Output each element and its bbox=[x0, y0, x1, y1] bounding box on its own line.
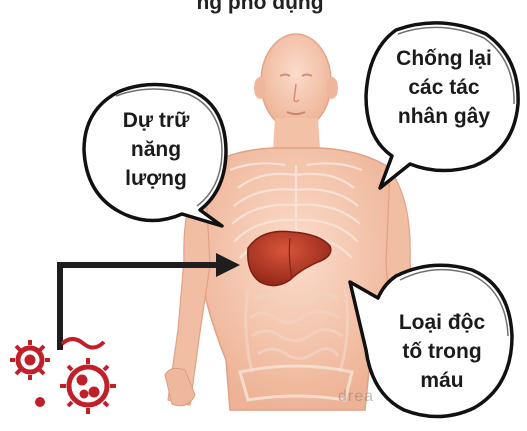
bubble-defense: Chống lại các tác nhân gây bbox=[376, 44, 512, 131]
germ-cluster-icon bbox=[10, 339, 116, 414]
right-ear bbox=[326, 77, 338, 99]
bubble-defense-line-2: các tác bbox=[376, 73, 512, 102]
bubble-energy: Dự trữ năng lượng bbox=[96, 106, 216, 193]
bubble-energy-line-3: lượng bbox=[96, 164, 216, 193]
left-ear bbox=[254, 77, 266, 99]
bubble-detox-line-2: tố trong bbox=[376, 337, 508, 366]
bubble-energy-line-2: năng bbox=[96, 135, 216, 164]
bubble-defense-line-1: Chống lại bbox=[376, 44, 512, 73]
neck bbox=[273, 118, 320, 150]
bubble-energy-line-1: Dự trữ bbox=[96, 106, 216, 135]
watermark: drea bbox=[338, 388, 374, 406]
bubble-detox: Loại độc tố trong máu bbox=[376, 308, 508, 395]
bubble-defense-line-3: nhân gây bbox=[376, 102, 512, 131]
bubble-detox-line-1: Loại độc bbox=[376, 308, 508, 337]
head bbox=[261, 34, 331, 130]
bubble-detox-line-3: máu bbox=[376, 366, 508, 395]
